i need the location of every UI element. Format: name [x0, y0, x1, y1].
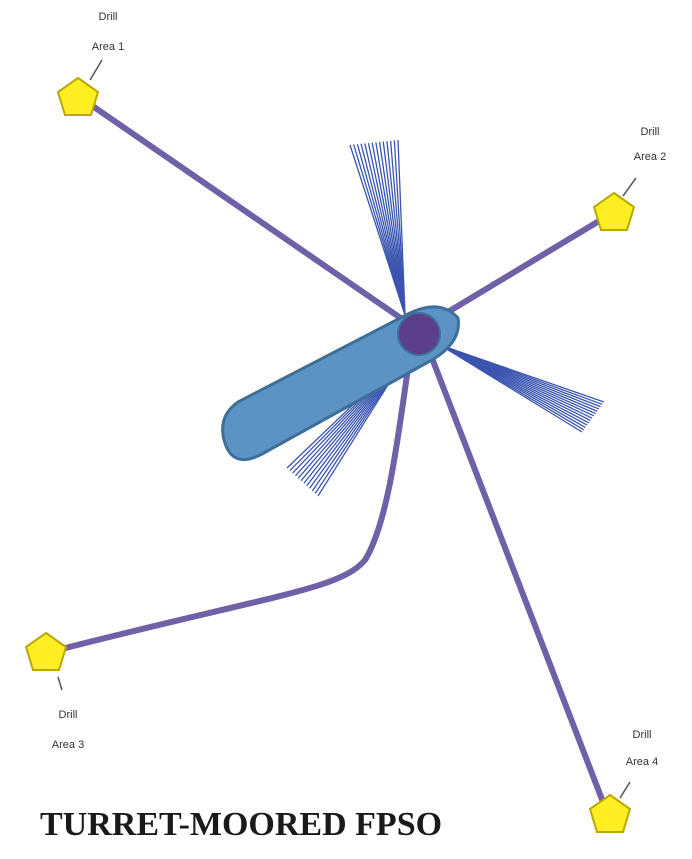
leader-line [57, 676, 63, 691]
area-label-2-line2: Area 2 [634, 151, 666, 163]
area-label-1-line1: Drill [99, 11, 118, 23]
area-label-3-line2: Area 3 [52, 739, 84, 751]
drill-area-1: Drill Area 1 [56, 11, 124, 116]
drill-areas: Drill Area 1 Drill Area 2 Drill Area 3 D… [24, 11, 666, 833]
drill-area-2: Drill Area 2 [592, 126, 666, 231]
flowline-area-1 [75, 93, 421, 333]
mooring-fan-north [349, 139, 406, 316]
area-label-2-line1: Drill [641, 126, 660, 138]
diagram-title: TURRET-MOORED FPSO [40, 806, 442, 843]
area-label-3-line1: Drill [59, 709, 78, 721]
mooring-line [397, 139, 406, 316]
leader-line [89, 59, 103, 81]
well-marker-icon [592, 191, 636, 231]
fpso-vessel [221, 305, 460, 462]
well-marker-icon [588, 793, 632, 833]
turret [397, 312, 441, 356]
leader-line [619, 781, 631, 799]
area-label-4-line2: Area 4 [626, 756, 658, 768]
well-marker-icon [24, 631, 68, 671]
drill-area-3: Drill Area 3 [24, 631, 84, 751]
area-label-1-line2: Area 1 [92, 41, 124, 53]
flowline-area-3 [43, 337, 415, 656]
vessel-hull [221, 305, 460, 462]
mooring-fan-east [439, 344, 605, 433]
area-label-4-line1: Drill [633, 729, 652, 741]
well-marker-icon [56, 76, 100, 116]
flowline-area-4 [422, 337, 611, 818]
drill-area-4: Drill Area 4 [588, 729, 658, 833]
mooring-line [439, 344, 583, 433]
leader-line [622, 177, 637, 197]
